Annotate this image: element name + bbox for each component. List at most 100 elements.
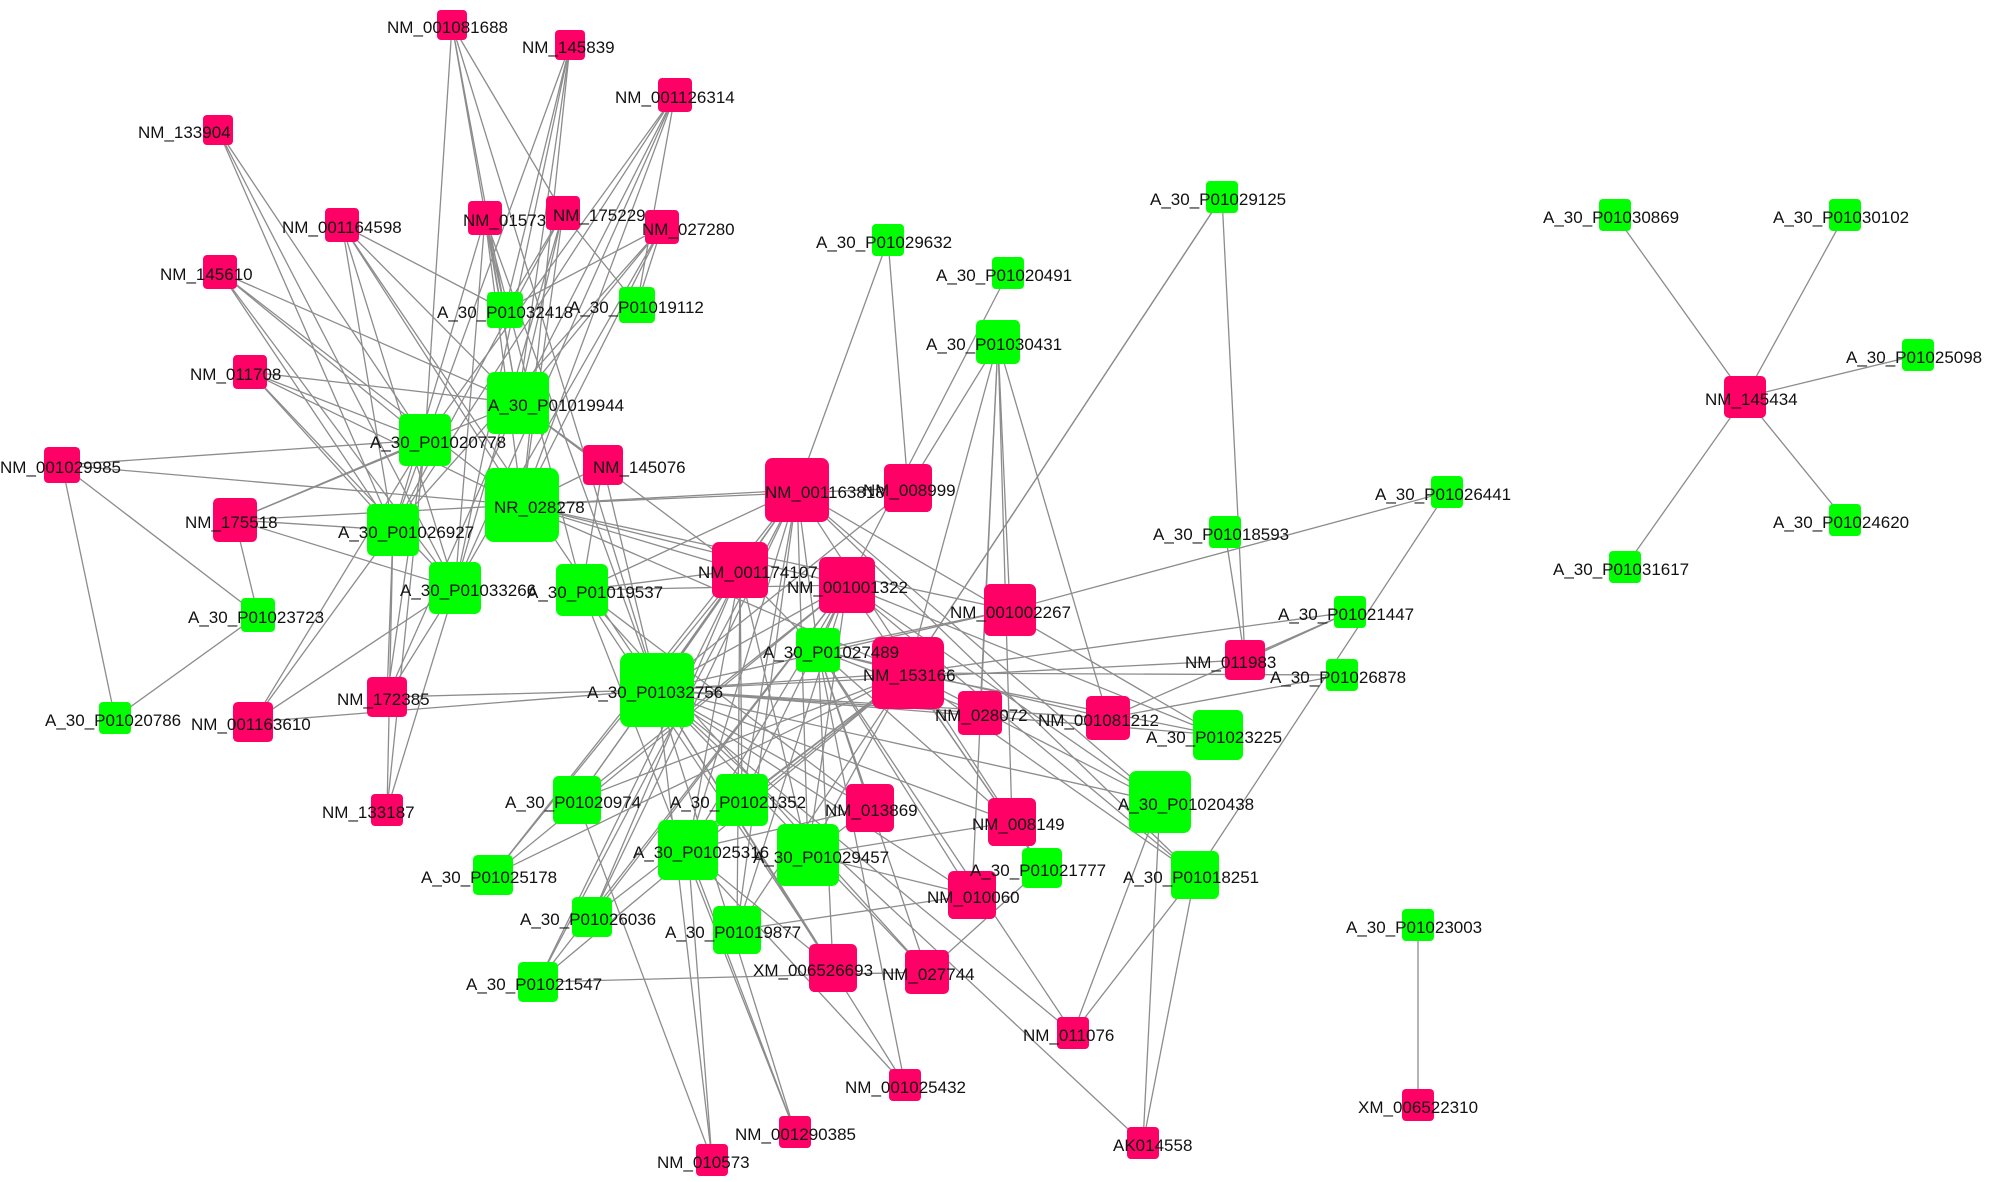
node-shape[interactable] [468,201,502,235]
node-shape[interactable] [976,320,1020,364]
lncrna-node[interactable]: A_30_P01023723 [188,598,324,632]
node-shape[interactable] [1209,516,1241,548]
node-shape[interactable] [399,414,451,466]
mrna-node[interactable]: NM_001002267 [950,584,1071,636]
node-shape[interactable] [872,637,944,709]
node-shape[interactable] [429,562,481,614]
node-shape[interactable] [546,196,580,230]
node-shape[interactable] [984,584,1036,636]
mrna-node[interactable]: NM_145434 [1705,376,1798,418]
node-shape[interactable] [233,355,267,389]
node-shape[interactable] [1171,851,1219,899]
node-shape[interactable] [437,10,467,40]
node-shape[interactable] [645,210,679,244]
mrna-node[interactable]: AK014558 [1113,1127,1192,1159]
node-shape[interactable] [555,30,585,60]
node-shape[interactable] [1402,1089,1434,1121]
node-shape[interactable] [203,115,233,145]
node-shape[interactable] [325,208,359,242]
node-shape[interactable] [1724,376,1766,418]
node-shape[interactable] [872,224,904,256]
mrna-node[interactable]: NM_001081212 [1038,696,1159,740]
node-shape[interactable] [1599,199,1631,231]
mrna-node[interactable]: NM_172385 [337,677,430,717]
mrna-node[interactable]: NM_001025432 [845,1069,966,1101]
lncrna-node[interactable]: A_30_P01029125 [1150,181,1286,213]
node-shape[interactable] [487,372,549,434]
node-shape[interactable] [992,257,1024,289]
lncrna-node[interactable]: A_30_P01020491 [936,257,1072,289]
lncrna-node[interactable]: A_30_P01019537 [527,564,663,616]
lncrna-node[interactable]: A_30_P01021547 [466,962,602,1002]
mrna-node[interactable]: NM_145839 [522,30,615,60]
node-shape[interactable] [948,871,996,919]
mrna-node[interactable]: NM_027280 [642,210,735,244]
node-shape[interactable] [1057,1017,1089,1049]
mrna-node[interactable]: NM_145610 [160,255,253,289]
node-shape[interactable] [712,542,768,598]
lncrna-node[interactable]: NR_028278 [485,468,585,542]
lncrna-node[interactable]: A_30_P01027489 [763,628,899,672]
mrna-node[interactable]: NM_011076 [1023,1017,1114,1049]
node-shape[interactable] [487,292,523,328]
lncrna-node[interactable]: A_30_P01031617 [1553,551,1689,583]
lncrna-node[interactable]: A_30_P01020974 [505,776,641,824]
mrna-node[interactable]: NM_175518 [185,498,278,542]
mrna-node[interactable]: NM_013869 [825,784,918,832]
node-shape[interactable] [716,774,768,826]
lncrna-node[interactable]: A_30_P01023225 [1146,710,1282,760]
mrna-node[interactable]: NM_001164598 [282,208,402,242]
node-shape[interactable] [1127,1127,1159,1159]
node-shape[interactable] [1609,551,1641,583]
node-shape[interactable] [371,794,403,826]
mrna-node[interactable]: NM_027744 [882,950,975,994]
mrna-node[interactable]: NM_015736 [463,201,556,235]
mrna-node[interactable]: XM_006526693 [753,944,873,992]
node-shape[interactable] [779,1116,811,1148]
lncrna-node[interactable]: A_30_P01030102 [1773,199,1909,231]
mrna-node[interactable]: NM_028072 [935,691,1028,735]
lncrna-node[interactable]: A_30_P01025316 [633,820,769,880]
node-shape[interactable] [583,445,623,485]
lncrna-node[interactable]: A_30_P01025178 [421,855,557,895]
lncrna-node[interactable]: A_30_P01023003 [1346,909,1482,941]
node-shape[interactable] [241,598,275,632]
mrna-node[interactable]: NM_001029985 [0,447,121,483]
node-shape[interactable] [658,78,692,112]
node-shape[interactable] [473,855,513,895]
node-shape[interactable] [1402,909,1434,941]
mrna-node[interactable]: XM_006522310 [1358,1089,1478,1121]
node-shape[interactable] [884,464,932,512]
lncrna-node[interactable]: A_30_P01025098 [1846,339,1982,371]
lncrna-node[interactable]: A_30_P01019944 [487,372,624,434]
node-shape[interactable] [213,498,257,542]
node-shape[interactable] [620,653,694,727]
node-shape[interactable] [988,798,1036,846]
mrna-node[interactable]: NM_011708 [190,355,281,389]
lncrna-node[interactable]: A_30_P01030431 [926,320,1062,364]
lncrna-node[interactable]: A_30_P01021777 [970,848,1106,888]
lncrna-node[interactable]: A_30_P01020786 [45,702,181,734]
node-shape[interactable] [1206,181,1238,213]
node-shape[interactable] [846,784,894,832]
lncrna-node[interactable]: A_30_P01020778 [370,414,506,466]
lncrna-node[interactable]: A_30_P01024620 [1773,504,1909,536]
node-shape[interactable] [809,944,857,992]
lncrna-node[interactable]: A_30_P01020438 [1118,771,1254,833]
mrna-node[interactable]: NM_001163818 [765,458,885,522]
mrna-node[interactable]: NM_001163610 [191,702,311,742]
lncrna-node[interactable]: A_30_P01021352 [670,774,806,826]
lncrna-node[interactable]: A_30_P01032756 [587,653,723,727]
node-shape[interactable] [765,458,829,522]
node-shape[interactable] [233,702,273,742]
node-shape[interactable] [99,702,131,734]
lncrna-node[interactable]: A_30_P01033266 [400,562,536,614]
mrna-node[interactable]: NM_145076 [583,445,686,485]
node-shape[interactable] [713,906,761,954]
node-shape[interactable] [1829,504,1861,536]
mrna-node[interactable]: NM_001290385 [735,1116,856,1148]
lncrna-node[interactable]: A_30_P01026036 [520,897,656,937]
lncrna-node[interactable]: A_30_P01032418 [437,292,573,328]
lncrna-node[interactable]: A_30_P01030869 [1543,199,1679,231]
mrna-node[interactable]: NM_010573 [657,1144,750,1176]
